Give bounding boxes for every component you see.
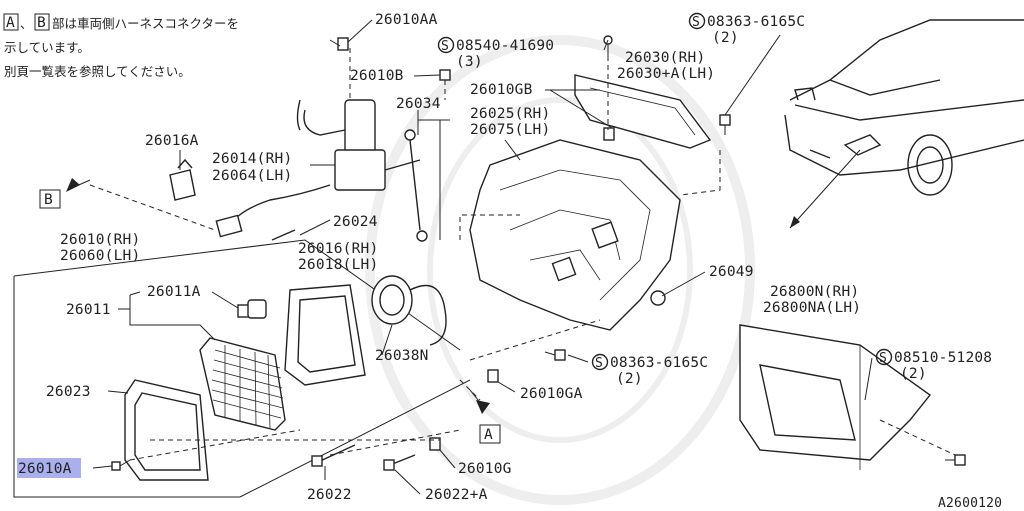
label-08363-top-qty: (2)	[712, 30, 739, 46]
label-26800n-rh: 26800N(RH)	[770, 284, 859, 300]
sealed-beam-lamp	[199, 337, 286, 431]
s-mark-08363-mid: S	[595, 356, 603, 371]
label-26075-lh: 26075(LH)	[470, 122, 550, 138]
label-26010gb: 26010GB	[470, 82, 533, 98]
arrow-b-icon	[66, 178, 80, 192]
label-08540-qty: (3)	[456, 54, 483, 70]
label-26023: 26023	[46, 384, 91, 400]
harness-connector-note: A 、 B 部は車両側ハーネスコネクターを 示しています。 別頁一覧表を参照して…	[3, 13, 239, 79]
note-box-b	[34, 13, 50, 31]
bolt-08363-mid	[544, 349, 566, 361]
label-26800na-lh: 26800NA(LH)	[763, 300, 861, 316]
label-08510-qty: (2)	[900, 366, 927, 382]
headlamp-mounting-frame	[284, 284, 366, 386]
highlight-26010	[17, 458, 81, 478]
bulb-socket	[371, 275, 447, 346]
label-08510-51208: 08510-51208	[894, 350, 992, 366]
label-26064-lh: 26064(LH)	[212, 168, 292, 184]
leader-lines	[92, 19, 873, 495]
clip-26010ga	[487, 369, 499, 383]
harness-connector	[169, 158, 196, 201]
connector-arrows	[66, 178, 490, 414]
label-26010aa: 26010AA	[375, 12, 438, 28]
note-box-a-letter: A	[6, 15, 15, 31]
label-26030-rh: 26030(RH)	[625, 50, 705, 66]
bolt-08510	[945, 454, 966, 466]
label-26049: 26049	[709, 264, 754, 280]
finisher-panel	[574, 74, 712, 149]
s-mark-08363-top: S	[692, 15, 700, 30]
figure-code: A2600120	[938, 496, 1002, 511]
label-26016a: 26016A	[145, 133, 199, 149]
bolt-26010aa	[329, 37, 349, 51]
screw-08540	[603, 35, 613, 56]
label-26030a-lh: 26030+A(LH)	[617, 66, 715, 82]
adjusting-screw-26022a	[383, 454, 416, 471]
label-26011a: 26011A	[147, 284, 201, 300]
lens-retaining-ring	[124, 379, 209, 481]
clip-26010g	[429, 437, 441, 451]
label-08363-mid-qty: (2)	[616, 371, 643, 387]
label-26022a: 26022+A	[425, 487, 488, 503]
nut-26049	[650, 290, 666, 306]
label-08540-41690: 08540-41690	[456, 38, 554, 54]
label-26010b: 26010B	[350, 68, 404, 84]
bolt-08363-top	[719, 114, 731, 135]
screw-26010a	[111, 459, 131, 471]
standard-part-marks: S S S S	[437, 12, 893, 371]
label-26010ga: 26010GA	[520, 386, 583, 402]
bulb-26011a	[237, 299, 267, 319]
label-08363-6165c-mid: 08363-6165C	[610, 355, 708, 371]
headlamp-housing-bracket	[469, 139, 681, 331]
label-26010-rh: 26010(RH)	[60, 232, 140, 248]
note-line-1: 部は車両側ハーネスコネクターを	[52, 16, 239, 31]
connector-26024	[271, 229, 296, 241]
label-26025-rh: 26025(RH)	[470, 106, 550, 122]
adjusting-screw-26022	[311, 444, 356, 467]
vehicle-illustration	[784, 19, 1024, 229]
label-26011: 26011	[66, 302, 111, 318]
part-labels: 26010AA 08540-41690 (3) 08363-6165C (2) …	[18, 12, 1002, 511]
label-26010a: 26010A	[18, 461, 72, 477]
label-26016-rh: 26016(RH)	[298, 241, 378, 257]
note-line-3: 別頁一覧表を参照してください。	[4, 64, 191, 79]
ref-box-a: A	[479, 424, 501, 444]
note-box-a	[3, 13, 19, 31]
s-mark-08540: S	[441, 39, 449, 54]
label-26010g: 26010G	[458, 461, 512, 477]
label-26022: 26022	[307, 487, 352, 503]
ref-box-b: B	[39, 189, 61, 209]
label-26034: 26034	[396, 96, 441, 112]
link-rod	[404, 129, 428, 242]
headlamp-lower-bracket	[739, 324, 932, 470]
label-26018-lh: 26018(LH)	[298, 257, 378, 273]
note-separator: 、	[20, 16, 33, 31]
clip-26010b	[439, 69, 451, 81]
retractor-motor	[215, 99, 421, 238]
watermark-logo	[365, 35, 755, 505]
s-mark-08510: S	[879, 351, 887, 366]
arrow-a-icon	[476, 400, 490, 414]
label-26024: 26024	[333, 214, 378, 230]
label-26038n: 26038N	[375, 348, 429, 364]
note-line-2: 示しています。	[4, 40, 90, 55]
label-26014-rh: 26014(RH)	[212, 151, 292, 167]
dashed-guides	[89, 48, 956, 461]
label-08363-6165c-top: 08363-6165C	[707, 14, 805, 30]
note-box-b-letter: B	[37, 15, 46, 31]
ref-a-letter: A	[484, 427, 493, 443]
clip-26010gb	[603, 127, 615, 141]
ref-b-letter: B	[44, 192, 53, 208]
label-26060-lh: 26060(LH)	[60, 248, 140, 264]
